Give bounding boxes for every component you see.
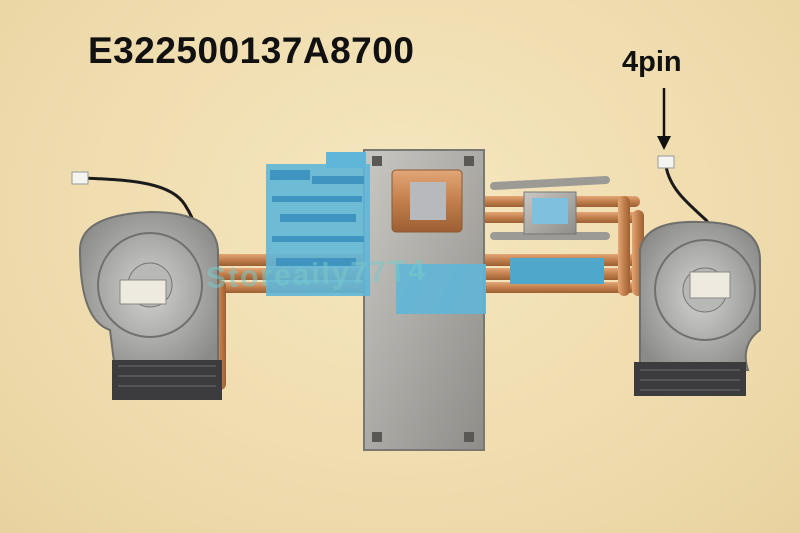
thermal-pad-labels: [266, 152, 604, 314]
left-cooling-fan: [78, 210, 222, 400]
right-fan-sticker: [689, 271, 731, 299]
chipset-bracket: [490, 176, 610, 240]
left-fan-sticker: [119, 279, 167, 305]
arrow-down-icon: [657, 88, 671, 150]
left-fan-connector: [71, 171, 89, 185]
right-cooling-fan: [634, 220, 761, 396]
part-number-label: E322500137A8700: [88, 30, 415, 71]
connector-pin-label: 4pin: [622, 46, 682, 78]
right-fan-connector: [657, 155, 675, 169]
